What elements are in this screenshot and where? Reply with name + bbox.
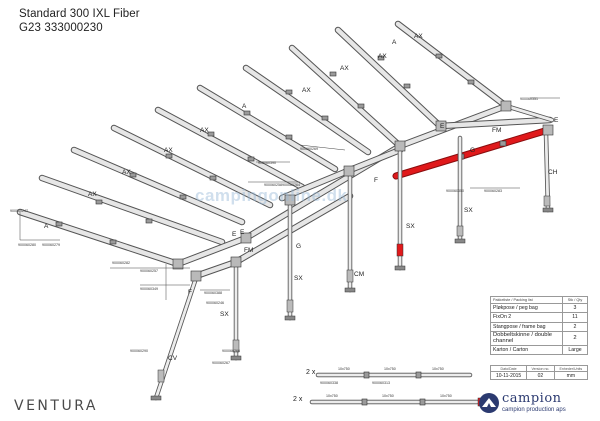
label-a: A (44, 223, 49, 230)
packing-qty: Large (562, 344, 588, 356)
dimension-lines (19, 97, 560, 300)
svg-text:900060257: 900060257 (140, 269, 158, 273)
campion-name: campion (502, 391, 562, 406)
svg-text:900060283: 900060283 (484, 189, 502, 193)
packing-qty: 2 (562, 321, 588, 332)
label-g: G (296, 243, 301, 250)
label-f: F (374, 177, 378, 184)
label-ax: AX (122, 169, 131, 176)
label-e: E (554, 117, 559, 124)
label-ax: AX (88, 191, 97, 198)
label-e: E (440, 123, 445, 130)
campion-tagline: campion production aps (502, 407, 566, 413)
svg-text:900060280: 900060280 (18, 243, 36, 247)
leg-adjusters (157, 195, 551, 383)
rafter-joints (55, 53, 475, 245)
svg-text:900060351: 900060351 (520, 97, 538, 101)
packing-list-table: Pakkeliste / Packing list Stk / Qty Pløk… (490, 295, 588, 356)
svg-text:900060338: 900060338 (320, 381, 338, 385)
svg-text:900060246: 900060246 (206, 301, 224, 305)
svg-text:900060313: 900060313 (372, 381, 390, 385)
label-ax: AX (200, 127, 209, 134)
svg-text:10x750: 10x750 (326, 394, 338, 398)
spare-dimensions: 10x750 10x750 10x750 10x750 10x750 10x75… (326, 367, 452, 398)
packing-qty: 11 (562, 312, 588, 323)
spare-poles (309, 371, 485, 407)
svg-text:10x750: 10x750 (432, 367, 444, 371)
drawing-info-table: Dato/Date Version no. Enheder/Units 10-1… (489, 365, 589, 380)
label-ax: AX (164, 147, 173, 154)
label-ax: AX (414, 33, 423, 40)
label-f: F (188, 289, 192, 296)
drawing-date: 10-11-2015 (489, 371, 528, 380)
svg-text:10x750: 10x750 (338, 367, 350, 371)
svg-text:900060282: 900060282 (112, 261, 130, 265)
svg-text:10x750: 10x750 (382, 394, 394, 398)
label-e: E (240, 229, 245, 236)
drawing-version: 02 (526, 371, 555, 380)
svg-text:900060258: 900060258 (264, 183, 282, 187)
packing-item: FixOn 2 (490, 312, 563, 323)
svg-text:900060390: 900060390 (258, 161, 276, 165)
packing-qty: 3 (562, 303, 588, 314)
label-a: A (242, 103, 247, 110)
drawing-title: Standard 300 IXL Fiber (19, 8, 140, 20)
svg-text:900060279: 900060279 (42, 243, 60, 247)
label-fm: FM (492, 127, 501, 134)
packing-item: Pløkpose / peg bag (490, 303, 563, 314)
label-ax: AX (302, 87, 311, 94)
campion-mark-icon (479, 393, 499, 413)
spare-qty: 2 x (306, 369, 316, 376)
pole-labels: AX A AX AX AX A AX AX A AX AX E FM G E C… (44, 33, 559, 362)
label-ch: CH (548, 169, 558, 176)
svg-text:900060349: 900060349 (140, 287, 158, 291)
leg-feet (150, 207, 554, 401)
corner-connectors (172, 100, 554, 282)
svg-text:10x750: 10x750 (440, 394, 452, 398)
label-cm: CM (354, 271, 364, 278)
svg-text:900060247: 900060247 (10, 209, 28, 213)
eave-poles (174, 102, 510, 280)
label-sx: SX (220, 311, 229, 318)
label-sx: SX (406, 223, 415, 230)
label-sx: SX (294, 275, 303, 282)
packing-item: Dobbeltskinne / double channel (490, 330, 563, 346)
svg-text:900060388: 900060388 (204, 291, 222, 295)
label-sx: SX (464, 207, 473, 214)
spare-qty: 2 x (293, 396, 303, 403)
svg-text:900060264: 900060264 (282, 183, 300, 187)
svg-text:900060350: 900060350 (446, 189, 464, 193)
label-fm: FM (244, 247, 253, 254)
part-numbers: 900060247 900060280 900060279 900060351 … (10, 97, 538, 385)
packing-item: Karton / Carton (490, 344, 563, 356)
packing-head-qty: Stk / Qty (562, 295, 588, 305)
label-a: A (392, 39, 397, 46)
packing-head-label: Pakkeliste / Packing list (490, 295, 563, 305)
svg-text:900060266: 900060266 (222, 349, 240, 353)
side-poles (436, 103, 555, 130)
ventura-logo: VENTURA (14, 398, 98, 414)
drawing-units: mm (553, 371, 589, 380)
svg-text:900060269: 900060269 (300, 147, 318, 151)
label-ax: AX (340, 65, 349, 72)
rafter-poles (16, 20, 510, 268)
label-e: E (232, 231, 237, 238)
label-ax: AX (378, 53, 387, 60)
packing-item: Stangpose / frame bag (490, 321, 563, 332)
svg-text:10x750: 10x750 (384, 367, 396, 371)
svg-text:900060290: 900060290 (130, 349, 148, 353)
campion-logo: campion campion production aps (478, 391, 590, 416)
watermark: campingonline.dk (195, 186, 348, 205)
drawing-code: G23 333000230 (19, 22, 103, 34)
svg-text:900060267: 900060267 (212, 361, 230, 365)
packing-qty: 2 (562, 330, 588, 346)
label-cv: CV (168, 355, 178, 362)
label-g: G (470, 147, 475, 154)
